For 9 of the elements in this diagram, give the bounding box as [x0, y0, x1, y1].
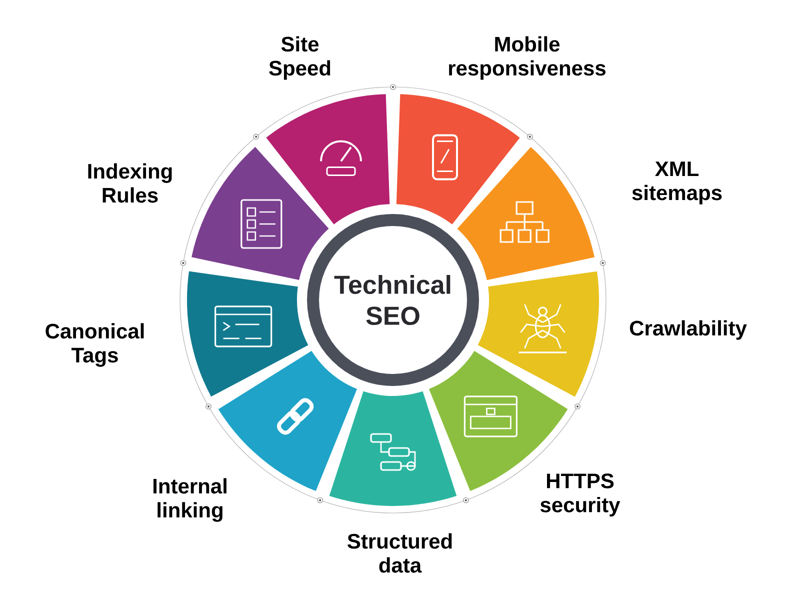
- segment-label: Canonical Tags: [46, 323, 144, 367]
- segment-label: Indexing Rules: [88, 163, 172, 203]
- segment-label: Structured data: [348, 533, 452, 573]
- segment-label: HTTPS security: [540, 473, 620, 516]
- segment-label: Site Speed: [269, 36, 330, 80]
- segment-label: XML sitemaps: [632, 162, 722, 204]
- segment-label: Mobile responsiveness: [449, 36, 606, 80]
- segment-label: Crawlability: [630, 320, 747, 340]
- segment-label: Internal linking: [154, 478, 226, 522]
